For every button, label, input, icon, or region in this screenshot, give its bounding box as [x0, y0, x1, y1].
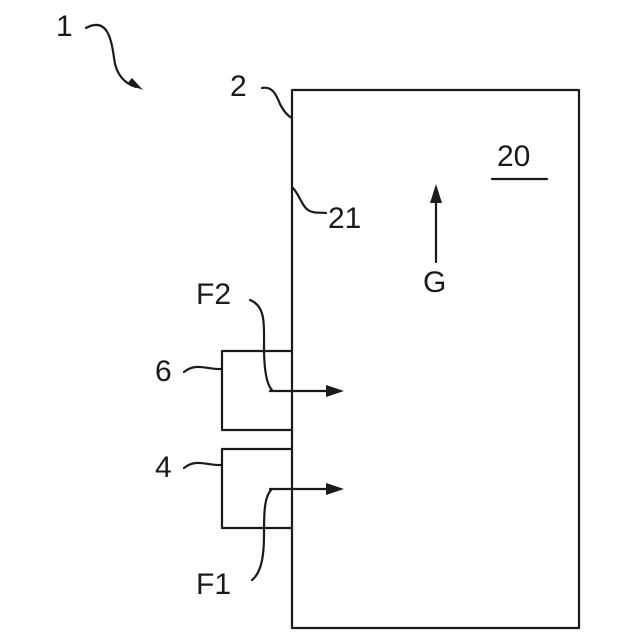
force-upper-arrow-head — [326, 385, 344, 397]
leader-assembly-arrowhead — [127, 78, 143, 90]
main-body — [292, 90, 579, 628]
leader-main-body — [262, 88, 292, 118]
label-upper-part: 6 — [155, 355, 172, 388]
label-gravity: G — [423, 266, 446, 299]
label-force-upper: F2 — [196, 278, 231, 311]
label-force-lower: F1 — [196, 568, 231, 601]
label-side-face: 21 — [328, 202, 361, 235]
label-interior: 20 — [497, 140, 530, 173]
leader-force-upper — [250, 300, 272, 390]
label-lower-part: 4 — [155, 451, 172, 484]
leader-lower-part — [184, 463, 222, 468]
leader-upper-part — [184, 367, 222, 372]
force-lower-arrow-head — [326, 483, 344, 495]
leader-force-lower — [252, 489, 272, 580]
label-main-body: 2 — [230, 70, 247, 103]
leader-side-face — [293, 188, 326, 213]
label-assembly: 1 — [56, 10, 73, 43]
gravity-arrow-head — [430, 184, 442, 203]
leader-assembly — [86, 25, 136, 87]
